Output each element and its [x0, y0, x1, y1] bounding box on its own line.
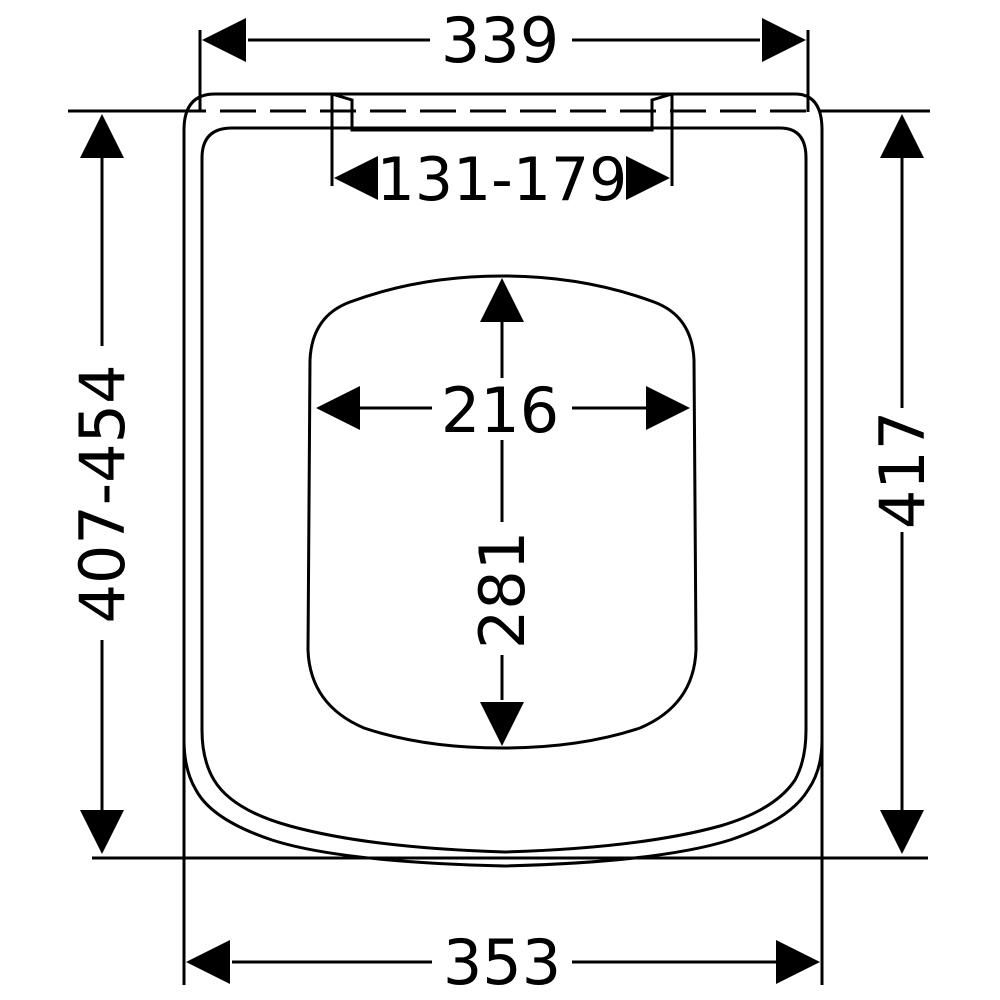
arrow-left-icon — [334, 156, 378, 200]
arrow-left-icon — [186, 940, 230, 984]
dimension-label-top-width: 339 — [441, 4, 559, 77]
arrow-right-icon — [762, 18, 806, 62]
dimension-label-opening-width: 216 — [441, 374, 559, 447]
arrow-right-icon — [646, 386, 690, 430]
dimension-label-bottom-width: 353 — [443, 926, 561, 999]
arrow-down-icon — [80, 810, 124, 854]
dimension-label-opening-length: 281 — [466, 531, 539, 649]
hinge-bracket — [330, 92, 674, 186]
dimension-bottom-width: 353 — [186, 926, 820, 999]
dimension-label-hinge-spacing: 131-179 — [377, 145, 628, 215]
arrow-up-icon — [880, 114, 924, 158]
dimension-right-length: 417 — [866, 114, 939, 854]
dimension-hinge-spacing: 131-179 — [334, 145, 670, 215]
seat-opening — [306, 274, 698, 750]
arrow-left-icon — [316, 386, 360, 430]
dimension-opening-width: 216 — [316, 374, 690, 447]
arrow-up-icon — [80, 114, 124, 158]
arrow-down-icon — [880, 810, 924, 854]
seat-outline — [70, 92, 930, 868]
arrow-left-icon — [202, 18, 246, 62]
arrow-down-icon — [480, 702, 524, 746]
dimension-label-right-length: 417 — [866, 411, 939, 529]
dimension-top-width: 339 — [202, 4, 806, 77]
arrow-right-icon — [626, 156, 670, 200]
dimension-left-length: 407-454 — [66, 114, 139, 854]
arrow-right-icon — [776, 940, 820, 984]
dimension-label-left-length: 407-454 — [66, 364, 139, 623]
dimension-opening-length: 281 — [466, 278, 539, 746]
arrow-up-icon — [480, 278, 524, 322]
